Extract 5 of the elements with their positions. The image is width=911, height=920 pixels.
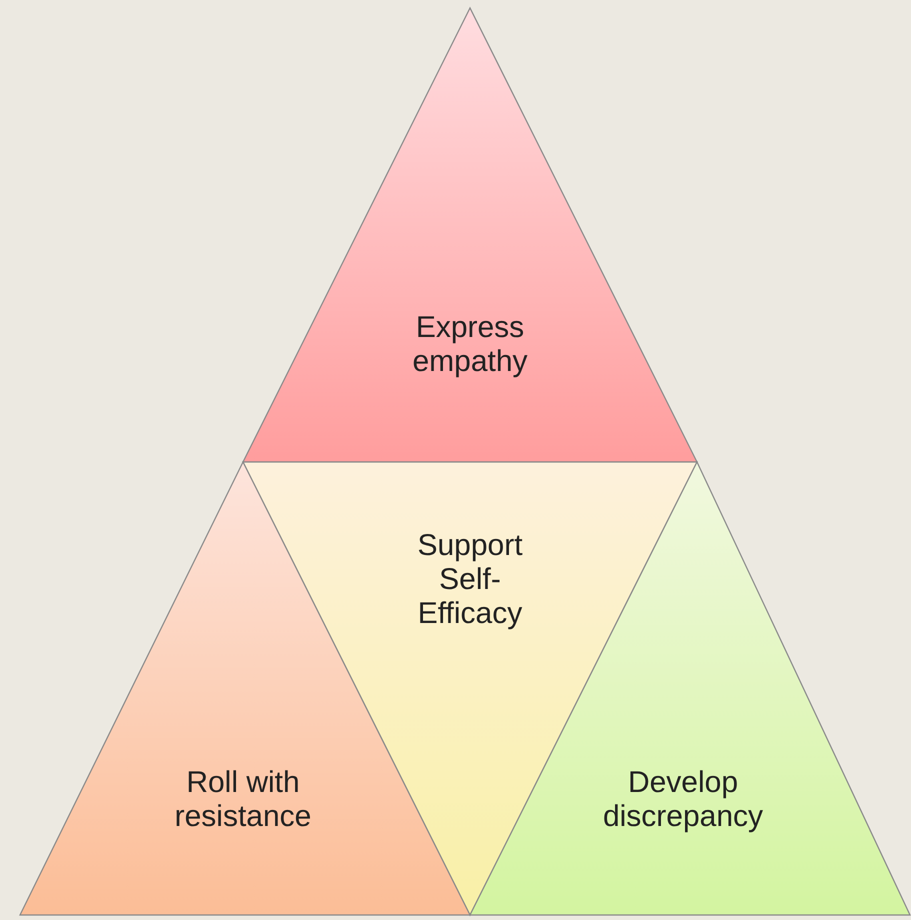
triangle-label: Roll with resistance xyxy=(174,766,312,834)
triangle-label: Express empathy xyxy=(411,311,529,379)
triangle xyxy=(243,8,697,462)
triangle-label: Develop discrepancy xyxy=(602,766,764,834)
triangle-label: Support Self-Efficacy xyxy=(416,529,524,631)
